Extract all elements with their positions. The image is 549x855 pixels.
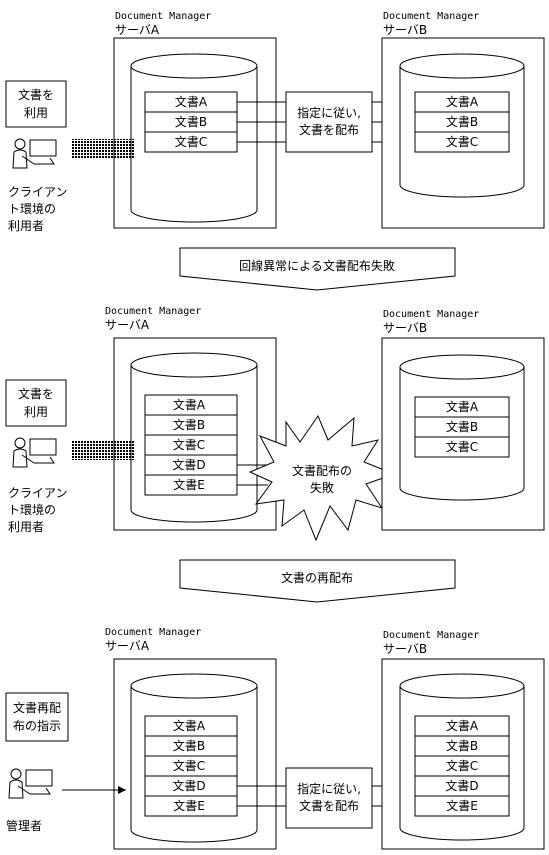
svg-text:文書D: 文書D xyxy=(445,778,478,793)
svg-text:クライアン: クライアン xyxy=(8,185,68,199)
svg-text:サーバA: サーバA xyxy=(105,639,150,653)
svg-text:文書を: 文書を xyxy=(18,386,54,401)
svg-text:文書A: 文書A xyxy=(446,718,479,733)
svg-text:文書E: 文書E xyxy=(173,798,205,813)
server-a-db-top xyxy=(130,53,258,79)
svg-text:サーバB: サーバB xyxy=(383,321,427,335)
client-access-dotted-arrow xyxy=(72,440,134,460)
transition-arrow-1 xyxy=(179,247,456,291)
svg-text:文書を配布: 文書を配布 xyxy=(299,798,359,813)
svg-text:利用: 利用 xyxy=(24,405,48,419)
admin-user-label: 管理者 xyxy=(6,818,42,833)
svg-text:文書C: 文書C xyxy=(446,439,478,454)
section-3: Document Manager サーバA 文書A 文書B 文書C 文書D 文書… xyxy=(5,627,545,850)
svg-text:利用者: 利用者 xyxy=(8,520,44,534)
svg-text:サーバB: サーバB xyxy=(383,642,427,656)
client-access-dotted-arrow xyxy=(72,139,134,159)
client-action-box xyxy=(5,80,67,128)
transition-1-label: 回線異常による文書配布失敗 xyxy=(239,258,395,273)
svg-text:ト環境の: ト環境の xyxy=(8,201,56,216)
server-a-doc-list: 文書A 文書B 文書C 文書D 文書E xyxy=(144,394,238,496)
svg-text:利用者: 利用者 xyxy=(8,219,44,233)
svg-text:文書C: 文書C xyxy=(173,758,205,773)
svg-text:Document Manager: Document Manager xyxy=(383,309,479,320)
doc-d: 文書D xyxy=(172,457,205,472)
server-b-label: サーバB xyxy=(383,23,427,37)
svg-text:文書A: 文書A xyxy=(173,397,206,412)
svg-text:文書B: 文書B xyxy=(173,738,205,753)
section-2: Document Manager サーバA 文書A 文書B 文書C 文書D 文書… xyxy=(5,306,545,542)
server-b-doc-list: 文書A 文書B 文書C xyxy=(414,91,510,153)
client-user-icon xyxy=(12,138,57,169)
client-action-box xyxy=(5,379,67,427)
svg-text:文書B: 文書B xyxy=(446,114,478,129)
server-a-label: サーバA xyxy=(115,23,160,37)
client-user-icon xyxy=(12,437,57,468)
svg-text:文書を: 文書を xyxy=(18,87,54,102)
svg-text:失敗: 失敗 xyxy=(310,480,334,495)
distribute-box xyxy=(285,91,373,153)
server-b-product-label: Document Manager xyxy=(383,11,479,22)
svg-text:文書再配: 文書再配 xyxy=(13,700,61,715)
svg-text:文書E: 文書E xyxy=(446,798,478,813)
svg-text:Document Manager: Document Manager xyxy=(383,630,479,641)
doc-c: 文書C xyxy=(175,134,207,149)
server-b-db-top xyxy=(399,53,525,79)
svg-text:文書A: 文書A xyxy=(173,718,206,733)
svg-text:文書A: 文書A xyxy=(446,399,479,414)
distribute-box-line-2: 文書を配布 xyxy=(299,122,359,137)
svg-text:クライアン: クライアン xyxy=(8,486,68,500)
server-b-doc-list: 文書A 文書B 文書C 文書D 文書E xyxy=(414,715,510,817)
svg-text:サーバA: サーバA xyxy=(105,318,150,332)
svg-text:文書A: 文書A xyxy=(446,94,479,109)
svg-text:文書B: 文書B xyxy=(173,417,205,432)
distribution-failure-burst xyxy=(248,414,396,542)
svg-text:文書B: 文書B xyxy=(446,419,478,434)
server-a-doc-list: 文書A 文書B 文書C xyxy=(144,91,238,153)
transition-2-label: 文書の再配布 xyxy=(281,570,353,585)
distribute-box-line-1: 指定に従い, xyxy=(297,105,361,120)
server-a-doc-list: 文書A 文書B 文書C 文書D 文書E xyxy=(144,715,238,817)
admin-action-box xyxy=(5,692,69,742)
svg-text:文書B: 文書B xyxy=(446,738,478,753)
doc-b: 文書B xyxy=(175,114,207,129)
section-1: Document Manager サーバA 文書A 文書B 文書C 指定に従い,… xyxy=(5,11,545,233)
distribute-box xyxy=(285,767,373,829)
svg-text:文書C: 文書C xyxy=(446,134,478,149)
svg-text:Document Manager: Document Manager xyxy=(105,627,201,638)
transition-arrow-2 xyxy=(179,559,456,603)
svg-text:文書配布の: 文書配布の xyxy=(292,463,352,478)
svg-text:利用: 利用 xyxy=(24,106,48,120)
svg-text:指定に従い,: 指定に従い, xyxy=(297,781,361,796)
admin-user-icon xyxy=(8,768,53,799)
svg-text:布の指示: 布の指示 xyxy=(13,718,61,733)
svg-text:文書D: 文書D xyxy=(172,778,205,793)
server-b-doc-list: 文書A 文書B 文書C xyxy=(414,396,510,458)
svg-text:文書C: 文書C xyxy=(173,437,205,452)
svg-text:Document Manager: Document Manager xyxy=(105,306,201,317)
doc-a: 文書A xyxy=(175,94,208,109)
svg-text:ト環境の: ト環境の xyxy=(8,502,56,517)
server-a-product-label: Document Manager xyxy=(115,11,211,22)
doc-e: 文書E xyxy=(173,477,205,492)
svg-text:文書C: 文書C xyxy=(446,758,478,773)
